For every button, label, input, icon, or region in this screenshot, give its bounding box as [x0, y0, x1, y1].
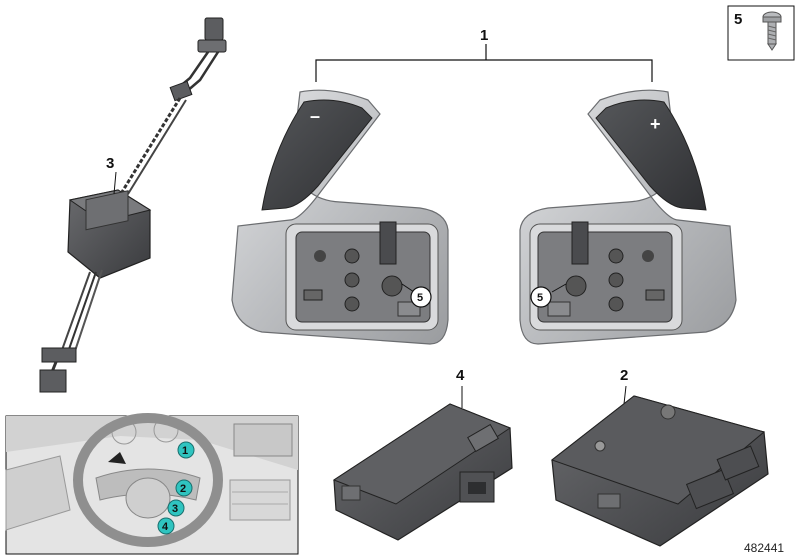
callout-screw-right: 5: [537, 292, 543, 304]
control-module-right: [550, 385, 769, 547]
plus-sign: +: [650, 114, 661, 134]
right-shift-paddle: [519, 89, 737, 345]
minus-sign: –: [310, 106, 320, 126]
callout-module-right: 2: [620, 367, 628, 384]
callout-screw-box: 5: [734, 11, 742, 28]
left-shift-paddle: [231, 89, 449, 345]
callout-module-left: 4: [456, 367, 465, 384]
catalog-number: 482441: [744, 541, 784, 555]
control-module-left: [332, 386, 513, 541]
inset-markers: 1 2 3 4: [157, 441, 195, 535]
location-inset: [5, 413, 299, 555]
callout-screw-left: 5: [417, 292, 423, 304]
callout-circle-screw-right: 5: [530, 286, 552, 308]
wiring-harness: [39, 17, 227, 393]
screw-box: [727, 5, 795, 61]
callout-harness: 3: [106, 155, 114, 172]
callout-circle-screw-left: 5: [410, 286, 432, 308]
inset-marker-3: 3: [172, 503, 178, 515]
screw-icon: [762, 11, 782, 51]
inset-marker-4: 4: [162, 521, 169, 533]
callout-assembly: 1: [480, 27, 488, 44]
inset-marker-1: 1: [182, 445, 188, 457]
inset-marker-2: 2: [180, 483, 186, 495]
assembly-bracket: [315, 44, 653, 82]
